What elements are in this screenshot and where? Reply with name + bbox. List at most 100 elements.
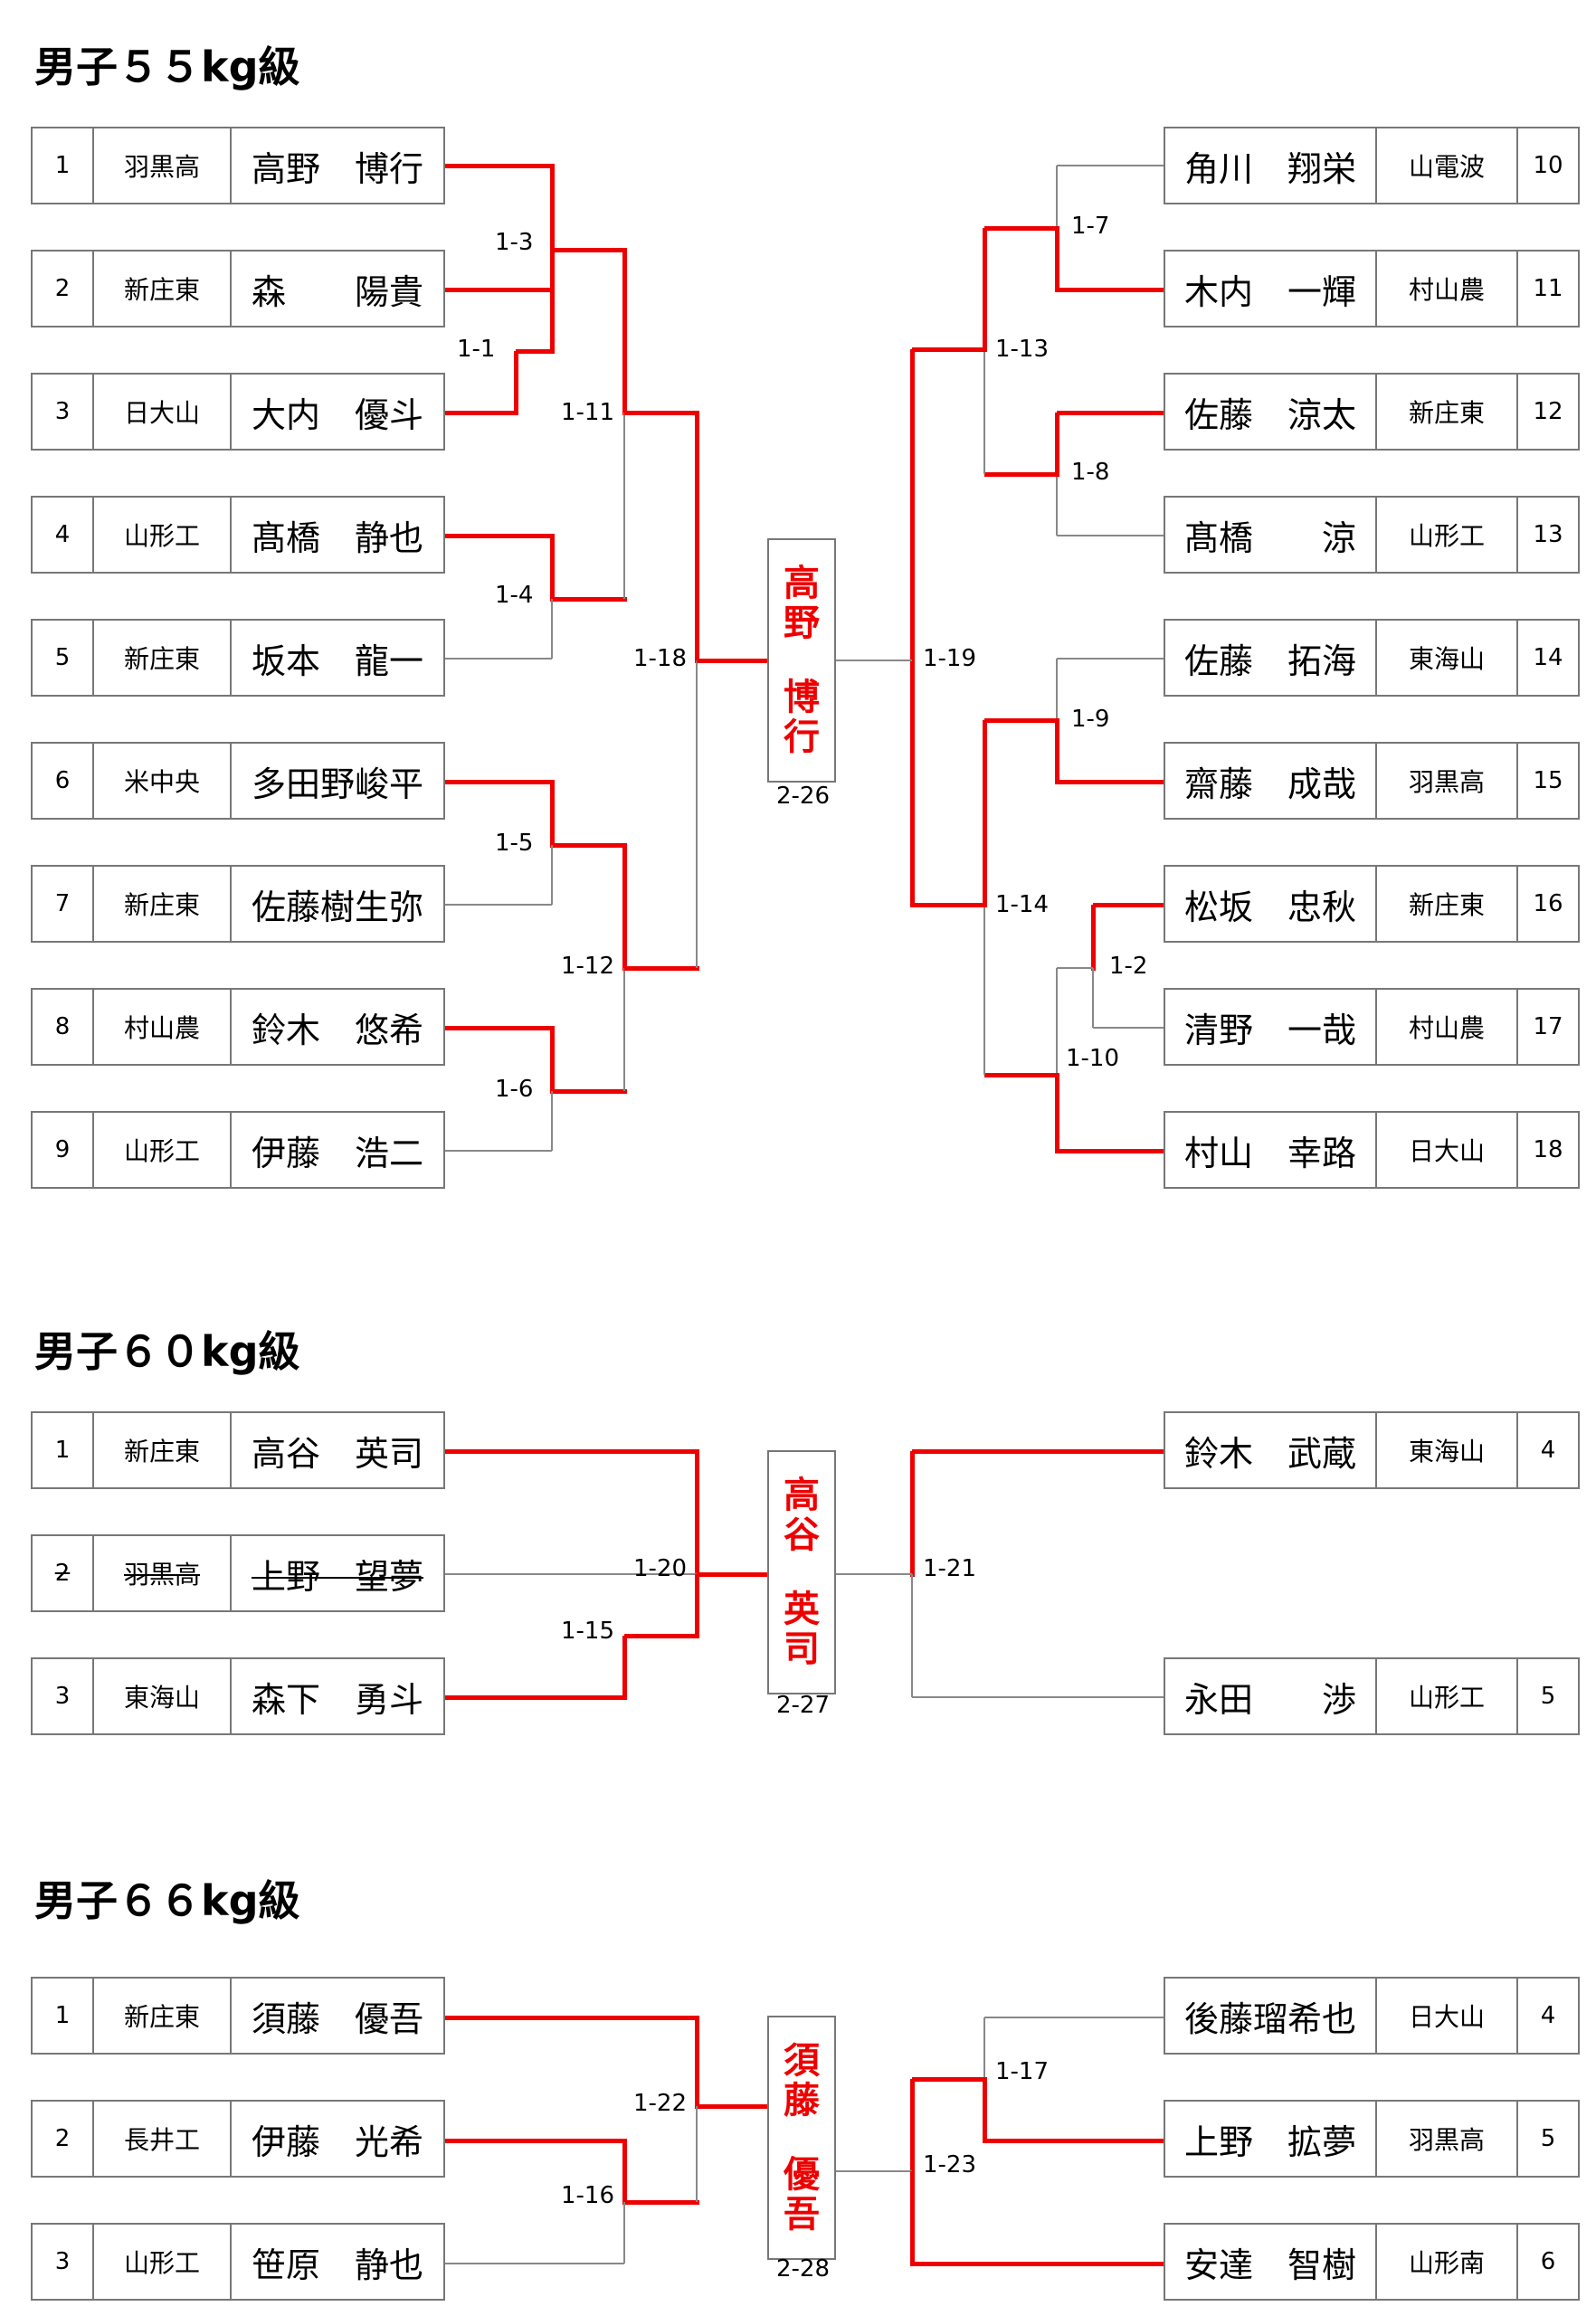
match-number: 1-1 [457, 336, 496, 363]
athlete-name: 髙橋 静也 [251, 517, 423, 558]
winner-bracket-line [909, 349, 915, 663]
school-name: 新庄東 [94, 1979, 232, 2053]
match-number: 1-18 [633, 645, 688, 672]
winner-bracket-line [622, 845, 627, 971]
bracket-line [1057, 165, 1164, 166]
winner-bracket-line [1057, 287, 1166, 292]
bracket-line [1093, 1027, 1164, 1029]
winner-bracket-line [443, 1025, 555, 1030]
winner-bracket-line [1054, 720, 1059, 784]
athlete-name: 村山 幸路 [1165, 1113, 1377, 1187]
match-number: 1-19 [923, 645, 977, 672]
seed-number: 11 [1533, 275, 1563, 302]
match-number: 1-20 [633, 1555, 688, 1582]
winner-bracket-line [984, 225, 1059, 231]
school-name: 日大山 [94, 375, 232, 449]
winner-bracket-line [552, 596, 627, 602]
champion-name-char: 吾 [784, 2194, 820, 2235]
champion-name-char: 高 [784, 563, 820, 604]
match-number: 1-21 [923, 1555, 977, 1582]
match-number: 1-2 [1109, 953, 1148, 980]
bracket-line [1056, 166, 1058, 228]
seed-number: 5 [33, 621, 94, 695]
bracket-line [551, 1091, 553, 1151]
seed-number: 1 [33, 1413, 94, 1487]
seed-number: 14 [1533, 644, 1563, 671]
school-name: 新庄東 [1377, 375, 1518, 449]
match-number: 1-15 [561, 1618, 615, 1645]
winner-bracket-line [1057, 410, 1166, 415]
entrant-right: 髙橋 涼山形工 13 [1164, 496, 1580, 574]
school-name: 新庄東 [1377, 867, 1518, 941]
school-name: 東海山 [94, 1659, 232, 1733]
seed-number: 2 [33, 252, 94, 326]
match-number: 1-23 [923, 2151, 977, 2178]
bracket-line [984, 2017, 1164, 2018]
champion-box: 高谷英司 [767, 1450, 836, 1694]
winner-bracket-line [443, 410, 518, 415]
winner-bracket-line [443, 163, 555, 168]
match-number: 1-3 [495, 229, 534, 256]
school-name: 新庄東 [94, 621, 232, 695]
athlete-name: 角川 翔栄 [1165, 128, 1377, 203]
winner-bracket-line [443, 779, 555, 784]
school-name: 山形工 [1377, 1659, 1518, 1733]
bracket-line [696, 2106, 698, 2202]
winner-bracket-line [549, 166, 555, 354]
athlete-name: 髙橋 涼 [1165, 498, 1377, 572]
champion-name-char: 谷 [784, 1514, 820, 1556]
school-name: 村山農 [1377, 990, 1518, 1064]
bracket-line [983, 905, 985, 1075]
athlete-name: 伊藤 光希 [251, 2121, 423, 2162]
athlete-name: 佐藤樹生弥 [251, 887, 423, 927]
entrant-right: 松坂 忠秋新庄東 16 [1164, 865, 1580, 943]
school-name: 山形工 [1377, 498, 1518, 572]
seed-number: 16 [1533, 890, 1563, 917]
school-name: 村山農 [1377, 252, 1518, 326]
bracket-line [1057, 967, 1093, 969]
champion-box: 須藤優吾 [767, 2016, 836, 2260]
winner-bracket-line [909, 660, 915, 907]
match-number: 1-10 [1066, 1045, 1120, 1072]
seed-number: 13 [1533, 521, 1563, 548]
winner-bracket-line [982, 2079, 987, 2143]
winner-bracket-line [697, 1571, 770, 1577]
athlete-name: 永田 渉 [1165, 1659, 1377, 1733]
winner-bracket-line [694, 1451, 699, 1577]
school-name: 村山農 [94, 990, 232, 1064]
seed-number: 10 [1533, 152, 1563, 179]
athlete-name: 高野 博行 [251, 148, 423, 189]
athlete-name: 佐藤 拓海 [1165, 621, 1377, 695]
match-number: 1-11 [561, 399, 615, 426]
seed-number: 6 [33, 744, 94, 818]
seed-number: 4 [1540, 2002, 1556, 2029]
winner-bracket-line [982, 720, 987, 907]
seed-number: 18 [1533, 1136, 1563, 1163]
match-number: 1-16 [561, 2182, 615, 2209]
athlete-name: 松坂 忠秋 [1165, 867, 1377, 941]
athlete-name: 木内 一輝 [1165, 252, 1377, 326]
athlete-name: 安達 智樹 [1165, 2225, 1377, 2299]
match-number: 1-7 [1071, 213, 1110, 240]
match-number: 1-4 [495, 582, 534, 609]
bracket-line [1056, 659, 1058, 720]
bracket-line [623, 2202, 625, 2264]
bracket-line [443, 904, 552, 906]
winner-bracket-line [1057, 1148, 1166, 1153]
final-match-number: 2-26 [776, 783, 831, 810]
winner-bracket-line [624, 2199, 699, 2205]
winner-bracket-line [552, 247, 627, 252]
bracket-line [696, 660, 698, 968]
